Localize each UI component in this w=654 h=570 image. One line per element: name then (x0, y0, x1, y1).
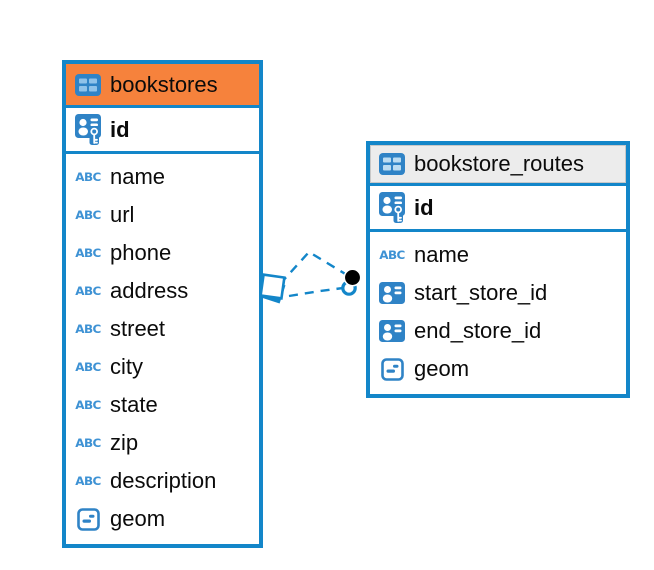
relationship-source-marker[interactable] (259, 273, 286, 304)
relationship-line-end-store-id[interactable] (288, 285, 352, 298)
column-row-state[interactable]: ABC state (66, 386, 259, 424)
column-name: geom (414, 356, 470, 381)
geometry-type-icon (378, 357, 406, 381)
column-name: end_store_id (414, 318, 542, 343)
table-header[interactable]: bookstore_routes (370, 145, 626, 186)
relationship-target-marker[interactable] (341, 268, 362, 296)
column-row-description[interactable]: ABC description (66, 462, 259, 500)
primary-key-name: id (414, 194, 434, 220)
text-type-icon: ABC (75, 246, 101, 260)
text-type-icon: ABC (75, 398, 101, 412)
text-type-icon: ABC (75, 208, 101, 222)
column-row-start_store_id[interactable]: start_store_id (370, 274, 626, 312)
column-row-url[interactable]: ABC url (66, 196, 259, 234)
text-type-icon: ABC (75, 322, 101, 336)
text-type-icon: ABC (75, 170, 101, 184)
column-name: zip (110, 430, 139, 455)
table-title: bookstore_routes (414, 151, 584, 176)
column-name: street (110, 316, 166, 341)
column-row-street[interactable]: ABC street (66, 310, 259, 348)
column-name: description (110, 468, 217, 493)
text-type-icon: ABC (75, 474, 101, 488)
column-name: address (110, 278, 189, 303)
column-name: phone (110, 240, 172, 265)
column-row-address[interactable]: ABC address (66, 272, 259, 310)
text-type-icon: ABC (75, 360, 101, 374)
primary-key-name: id (110, 116, 130, 142)
column-row-city[interactable]: ABC city (66, 348, 259, 386)
geometry-type-icon (74, 507, 102, 531)
table-icon (378, 153, 406, 175)
column-name: name (110, 164, 166, 189)
column-row-id[interactable]: id (370, 186, 626, 232)
column-name: geom (110, 506, 166, 531)
reference-type-icon (378, 282, 406, 304)
table-title: bookstores (110, 71, 218, 97)
column-name: name (414, 242, 470, 267)
relationship-line-start-store-id[interactable] (279, 250, 353, 285)
text-type-icon: ABC (379, 248, 405, 262)
column-row-id[interactable]: id (66, 108, 259, 154)
column-row-name[interactable]: ABC name (66, 158, 259, 196)
reference-type-icon (378, 320, 406, 342)
column-row-geom[interactable]: geom (370, 350, 626, 388)
column-name: start_store_id (414, 280, 548, 305)
column-row-end_store_id[interactable]: end_store_id (370, 312, 626, 350)
column-row-name[interactable]: ABC name (370, 236, 626, 274)
primary-key-icon (378, 192, 406, 223)
table-header[interactable]: bookstores (66, 64, 259, 108)
column-name: state (110, 392, 158, 417)
table-bookstore-routes[interactable]: bookstore_routes id ABC name start_store_i… (366, 141, 630, 398)
column-row-geom[interactable]: geom (66, 500, 259, 538)
text-type-icon: ABC (75, 284, 101, 298)
text-type-icon: ABC (75, 436, 101, 450)
primary-key-icon (74, 114, 102, 145)
column-row-phone[interactable]: ABC phone (66, 234, 259, 272)
column-name: url (110, 202, 135, 227)
column-name: city (110, 354, 143, 379)
table-icon (74, 73, 102, 96)
column-row-zip[interactable]: ABC zip (66, 424, 259, 462)
